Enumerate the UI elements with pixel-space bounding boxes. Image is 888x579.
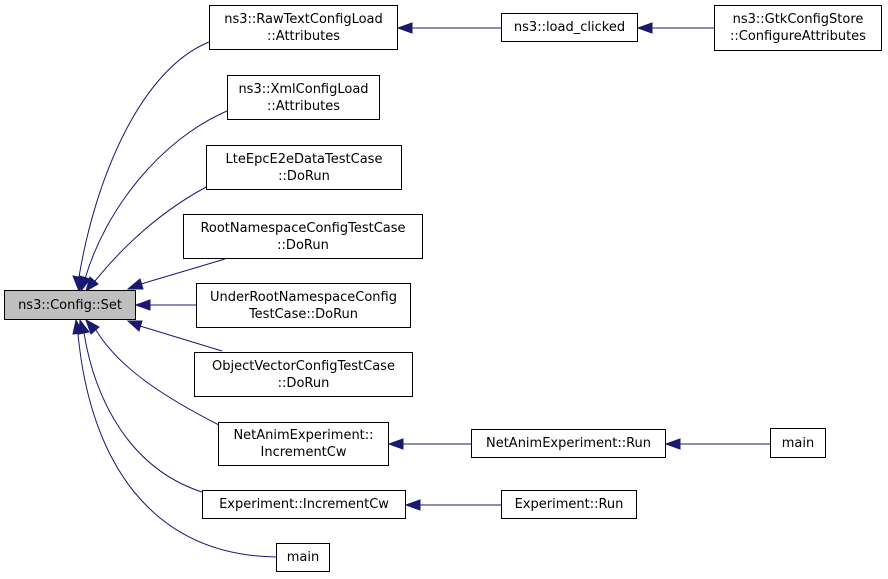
- node-label: ::DoRun: [277, 237, 329, 253]
- edge-main-to-config-set: [77, 333, 277, 558]
- node-label: ns3::GtkConfigStore: [732, 12, 864, 27]
- arrowhead-lte: [85, 276, 99, 293]
- arrowhead-experimentrun: [404, 499, 421, 511]
- edge-lte-to-config-set: [94, 182, 215, 282]
- node-rawtext-config-load-attributes[interactable]: ns3::RawTextConfigLoad ::Attributes: [209, 5, 398, 50]
- node-netanim-experiment-run[interactable]: NetAnimExperiment::Run: [471, 429, 666, 458]
- node-netanim-experiment-increment-cw[interactable]: NetAnimExperiment:: IncrementCw: [218, 422, 389, 466]
- node-label: ns3::load_clicked: [513, 20, 626, 35]
- node-gtk-config-store-configure-attributes[interactable]: ns3::GtkConfigStore ::ConfigureAttribute…: [714, 5, 882, 51]
- edge-objvec-to-config-set: [139, 325, 223, 352]
- node-xml-config-load-attributes[interactable]: ns3::XmlConfigLoad ::Attributes: [227, 75, 380, 120]
- arrowhead-mainnetanim: [664, 438, 681, 450]
- node-main-config[interactable]: main: [276, 543, 330, 572]
- arrowhead-gtk: [636, 22, 653, 34]
- node-label: LteEpcE2eDataTestCase: [225, 151, 383, 167]
- node-label: Experiment::IncrementCw: [219, 497, 389, 512]
- node-label: ::Attributes: [267, 98, 340, 114]
- node-label: ::DoRun: [277, 375, 330, 391]
- edge-experiment-inc-to-config-set: [83, 332, 206, 494]
- arrowhead-loadclicked: [396, 22, 413, 34]
- arrowhead-netanim-inc: [85, 318, 100, 335]
- node-label: RootNamespaceConfigTestCase: [200, 220, 406, 236]
- arrowhead-xml: [79, 275, 91, 293]
- edge-rootns-to-config-set: [140, 258, 226, 285]
- node-label: ObjectVectorConfigTestCase: [212, 358, 395, 374]
- node-under-root-namespace-config-testcase-dorun[interactable]: UnderRootNamespaceConfig TestCase::DoRun: [196, 283, 411, 328]
- node-config-set: ns3::Config::Set: [4, 290, 136, 320]
- node-label: IncrementCw: [260, 445, 347, 460]
- node-label: ns3::RawTextConfigLoad: [224, 11, 383, 27]
- node-label: main: [286, 550, 320, 565]
- node-label: ::Attributes: [267, 28, 340, 44]
- edge-netanim-inc-to-config-set: [95, 329, 220, 426]
- node-root-namespace-config-testcase-dorun[interactable]: RootNamespaceConfigTestCase ::DoRun: [183, 214, 423, 259]
- node-load-clicked[interactable]: ns3::load_clicked: [501, 13, 638, 42]
- node-label: ns3::Config::Set: [18, 297, 122, 313]
- node-object-vector-config-testcase-dorun[interactable]: ObjectVectorConfigTestCase ::DoRun: [194, 352, 413, 397]
- node-label: TestCase::DoRun: [248, 306, 359, 322]
- node-main-netanim[interactable]: main: [770, 428, 826, 458]
- node-label: main: [781, 435, 815, 451]
- edge-xml-to-config-set: [84, 110, 228, 280]
- node-label: ::ConfigureAttributes: [730, 29, 866, 44]
- node-label: UnderRootNamespaceConfig: [209, 289, 397, 305]
- node-label: NetAnimExperiment::: [233, 428, 374, 443]
- node-label: Experiment::Run: [514, 497, 624, 512]
- arrowhead-rootns: [126, 278, 144, 290]
- arrowhead-main: [72, 318, 84, 335]
- node-lte-epc-e2e-data-testcase-dorun[interactable]: LteEpcE2eDataTestCase ::DoRun: [206, 145, 402, 190]
- node-experiment-run[interactable]: Experiment::Run: [501, 490, 637, 519]
- arrowhead-objvec: [126, 320, 143, 332]
- node-experiment-increment-cw[interactable]: Experiment::IncrementCw: [202, 490, 406, 519]
- arrowhead-underroot: [134, 299, 151, 311]
- edge-rawtext-to-config-set: [78, 41, 210, 278]
- node-label: ns3::XmlConfigLoad: [238, 81, 369, 97]
- node-label: NetAnimExperiment::Run: [485, 436, 652, 451]
- node-label: ::DoRun: [278, 168, 330, 184]
- arrowhead-netanimrun: [387, 438, 404, 450]
